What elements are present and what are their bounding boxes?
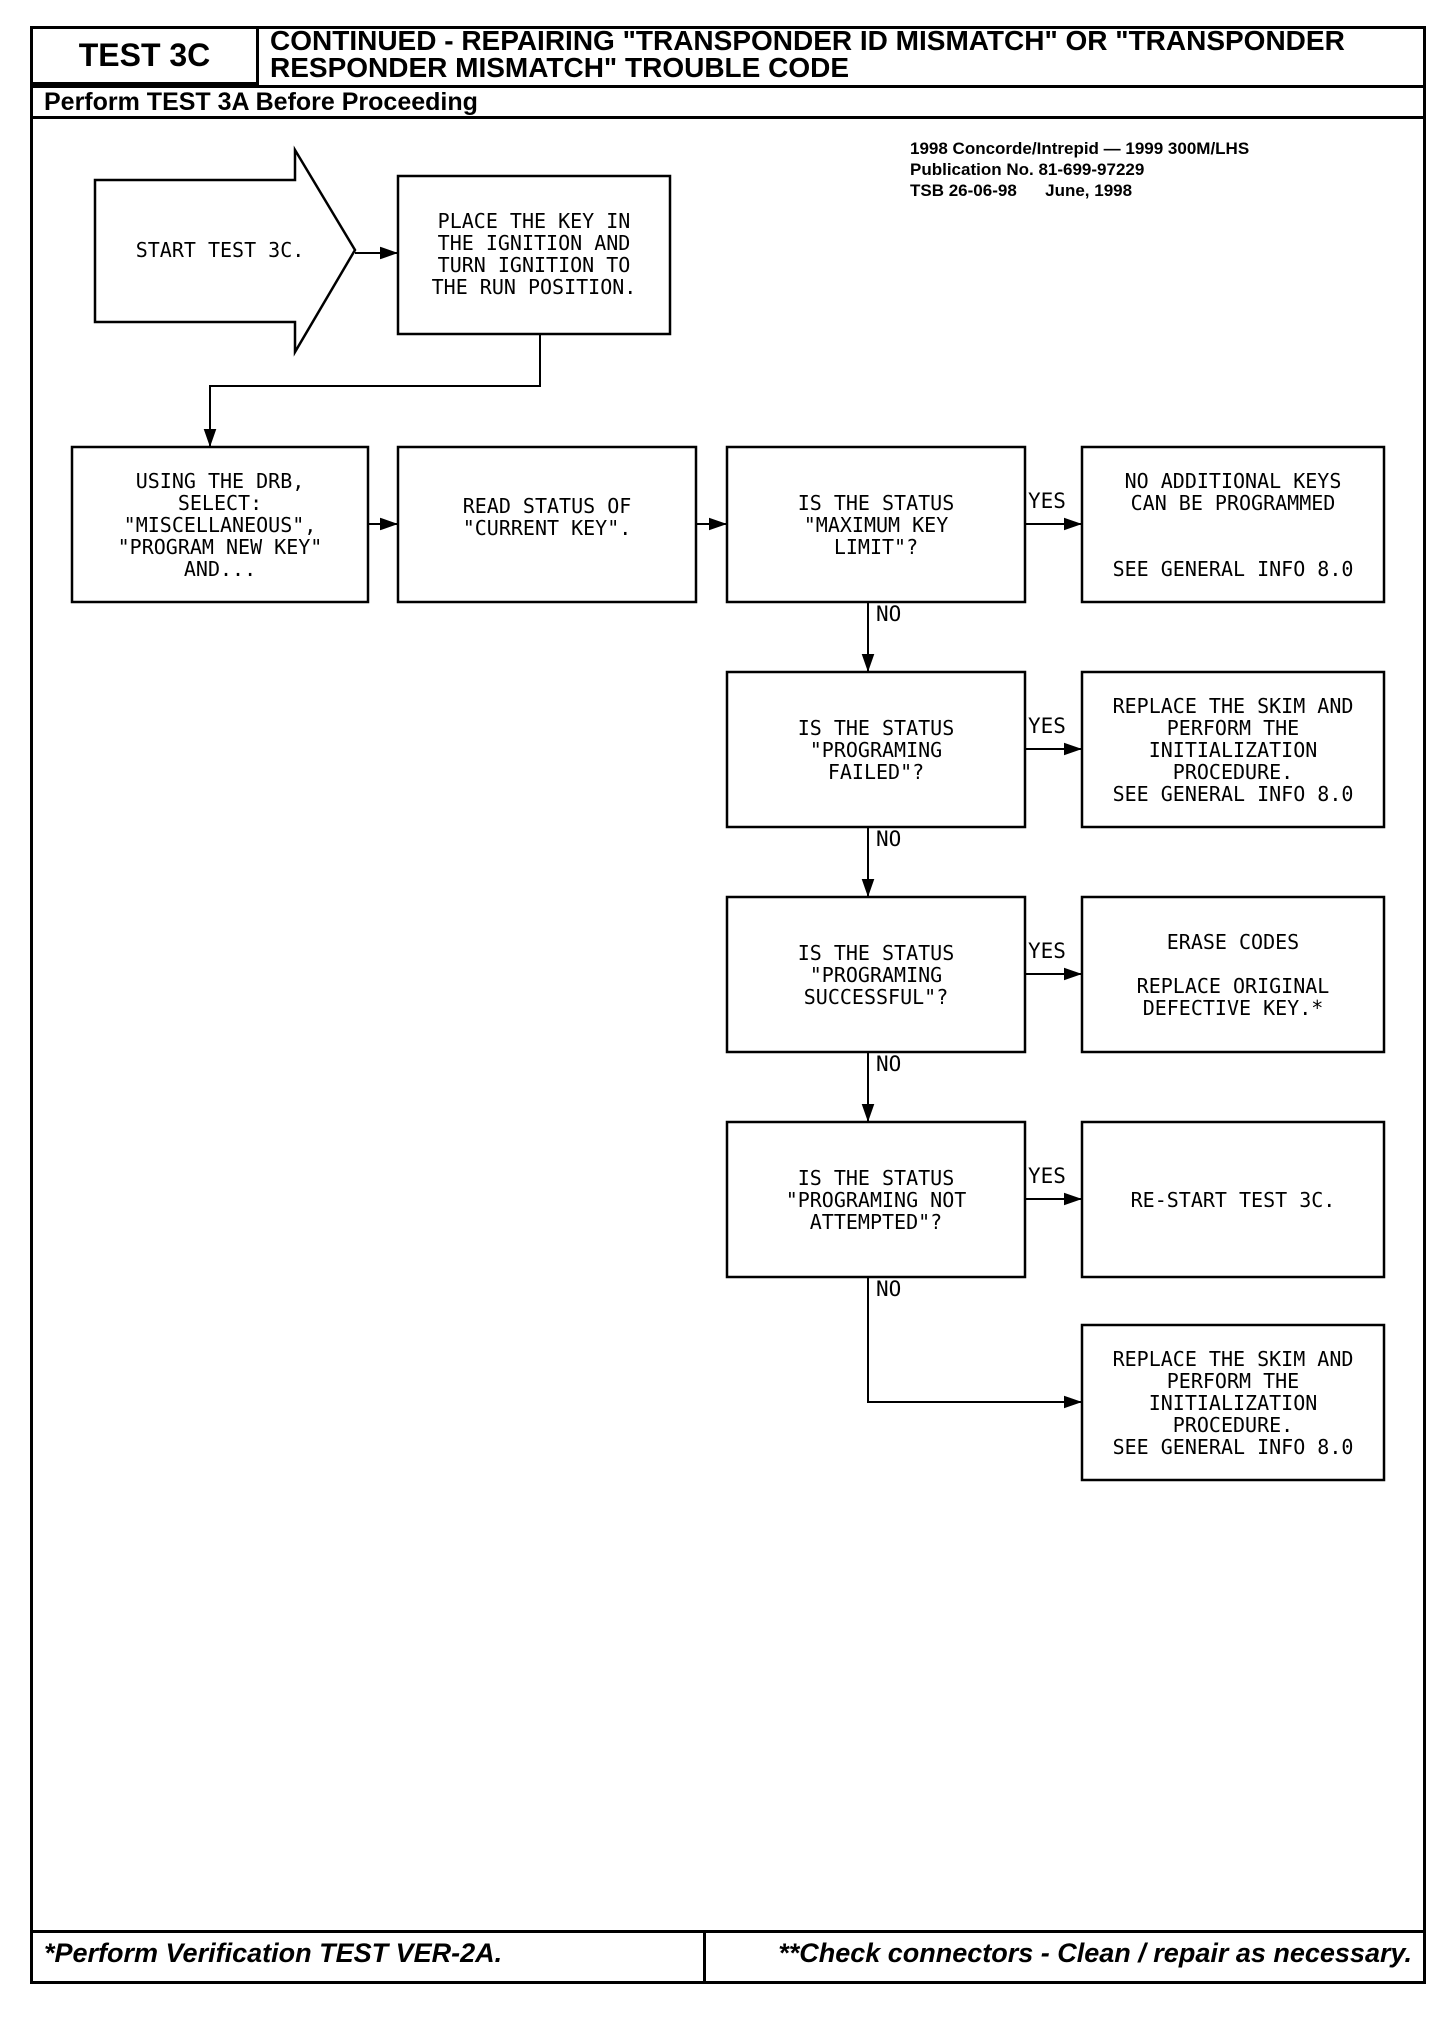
box-text-line: TURN IGNITION TO	[438, 253, 631, 277]
page-subtitle: Perform TEST 3A Before Proceeding	[44, 88, 478, 116]
box-text-line: SEE GENERAL INFO 8.0	[1113, 782, 1354, 806]
box-text-line: CAN BE PROGRAMMED	[1131, 491, 1336, 515]
read-status-box: READ STATUS OF"CURRENT KEY".	[396, 445, 698, 604]
box-text-line: ERASE CODES	[1167, 930, 1299, 954]
publication-line: TSB 26-06-98 June, 1998	[910, 181, 1133, 200]
arrow-place-key-to-drb	[203, 334, 541, 447]
yes-label: YES	[1028, 1164, 1066, 1188]
connectors	[203, 246, 1082, 1409]
box-text-line: START TEST 3C.	[136, 238, 305, 262]
box-text-line: REPLACE ORIGINAL	[1137, 974, 1330, 998]
box-text-line: "PROGRAMING	[810, 738, 942, 762]
footer-divider	[703, 1933, 706, 1981]
box-text-line: RE-START TEST 3C.	[1131, 1188, 1336, 1212]
box-text-line: NO ADDITIONAL KEYS	[1125, 469, 1342, 493]
yes-label: YES	[1028, 714, 1066, 738]
box-text-line: DEFECTIVE KEY.*	[1143, 996, 1324, 1020]
box-text-line: FAILED"?	[828, 760, 924, 784]
box-text-line: REPLACE THE SKIM AND	[1113, 1347, 1354, 1371]
no-label: NO	[876, 602, 901, 626]
no-label: NO	[876, 1277, 901, 1301]
footer-divider	[33, 1930, 1423, 1933]
box-text-line: SEE GENERAL INFO 8.0	[1113, 1435, 1354, 1459]
page-title: CONTINUED - REPAIRING "TRANSPONDER ID MI…	[270, 25, 1410, 83]
yes-label: YES	[1028, 939, 1066, 963]
box-text-line: READ STATUS OF	[463, 494, 632, 518]
publication-line: 1998 Concorde/Intrepid — 1999 300M/LHS	[910, 139, 1250, 158]
publication-line: Publication No. 81-699-97229	[910, 160, 1145, 179]
header-divider	[33, 85, 1423, 88]
drb-select-box: USING THE DRB,SELECT:"MISCELLANEOUS","PR…	[70, 445, 370, 604]
box-text-line: SELECT:	[178, 491, 262, 515]
box-text-line: PROCEDURE.	[1173, 1413, 1293, 1437]
box-text-line: INITIALIZATION	[1149, 738, 1318, 762]
box-text-line: IS THE STATUS	[798, 1166, 955, 1190]
start-node-text: START TEST 3C.	[136, 238, 305, 262]
title-line-1: CONTINUED - REPAIRING "TRANSPONDER ID MI…	[270, 25, 1345, 56]
box-text-line: LIMIT"?	[834, 535, 918, 559]
box-text-line: "PROGRAM NEW KEY"	[118, 535, 323, 559]
answer-restart-text: RE-START TEST 3C.	[1131, 1188, 1336, 1212]
box-text-line: THE IGNITION AND	[438, 231, 631, 255]
box-text-line: THE RUN POSITION.	[432, 275, 637, 299]
read-status-text: READ STATUS OF"CURRENT KEY".	[463, 494, 632, 540]
box-text-line: "PROGRAMING NOT	[786, 1188, 967, 1212]
header-divider	[33, 82, 259, 85]
answer-restart-box: RE-START TEST 3C.	[1080, 1120, 1386, 1279]
box-text-line: IS THE STATUS	[798, 491, 955, 515]
box-text-line: "CURRENT KEY".	[463, 516, 632, 540]
box-text-line: "PROGRAMING	[810, 963, 942, 987]
box-text-line: IS THE STATUS	[798, 716, 955, 740]
box-text-line: "MISCELLANEOUS",	[124, 513, 317, 537]
footer-note-left: *Perform Verification TEST VER-2A.	[44, 1938, 503, 1968]
box-text-line: INITIALIZATION	[1149, 1391, 1318, 1415]
box-text-line: PERFORM THE	[1167, 716, 1299, 740]
box-text-line: PERFORM THE	[1167, 1369, 1299, 1393]
box-text-line: AND...	[184, 557, 256, 581]
yes-label: YES	[1028, 489, 1066, 513]
no-label: NO	[876, 827, 901, 851]
box-text-line: SEE GENERAL INFO 8.0	[1113, 557, 1354, 581]
box-text-line: PROCEDURE.	[1173, 760, 1293, 784]
box-text-line: IS THE STATUS	[798, 941, 955, 965]
drb-select-text: USING THE DRB,SELECT:"MISCELLANEOUS","PR…	[118, 469, 323, 581]
box-text-line: USING THE DRB,	[136, 469, 305, 493]
box-text-line: "MAXIMUM KEY	[804, 513, 949, 537]
header-divider	[33, 116, 1423, 119]
test-label: TEST 3C	[33, 29, 259, 82]
box-text-line: ATTEMPTED"?	[810, 1210, 942, 1234]
box-text-line: SUCCESSFUL"?	[804, 985, 949, 1009]
publication-info: 1998 Concorde/Intrepid — 1999 300M/LHS P…	[910, 138, 1249, 201]
box-text-line: REPLACE THE SKIM AND	[1113, 694, 1354, 718]
arrow-q4-no	[867, 1277, 1082, 1409]
page-frame	[30, 26, 1426, 1984]
footer-note-right: **Check connectors - Clean / repair as n…	[778, 1938, 1412, 1968]
box-text-line: PLACE THE KEY IN	[438, 209, 631, 233]
no-label: NO	[876, 1052, 901, 1076]
title-line-2: RESPONDER MISMATCH" TROUBLE CODE	[270, 52, 849, 83]
start-node: START TEST 3C.	[93, 145, 357, 357]
